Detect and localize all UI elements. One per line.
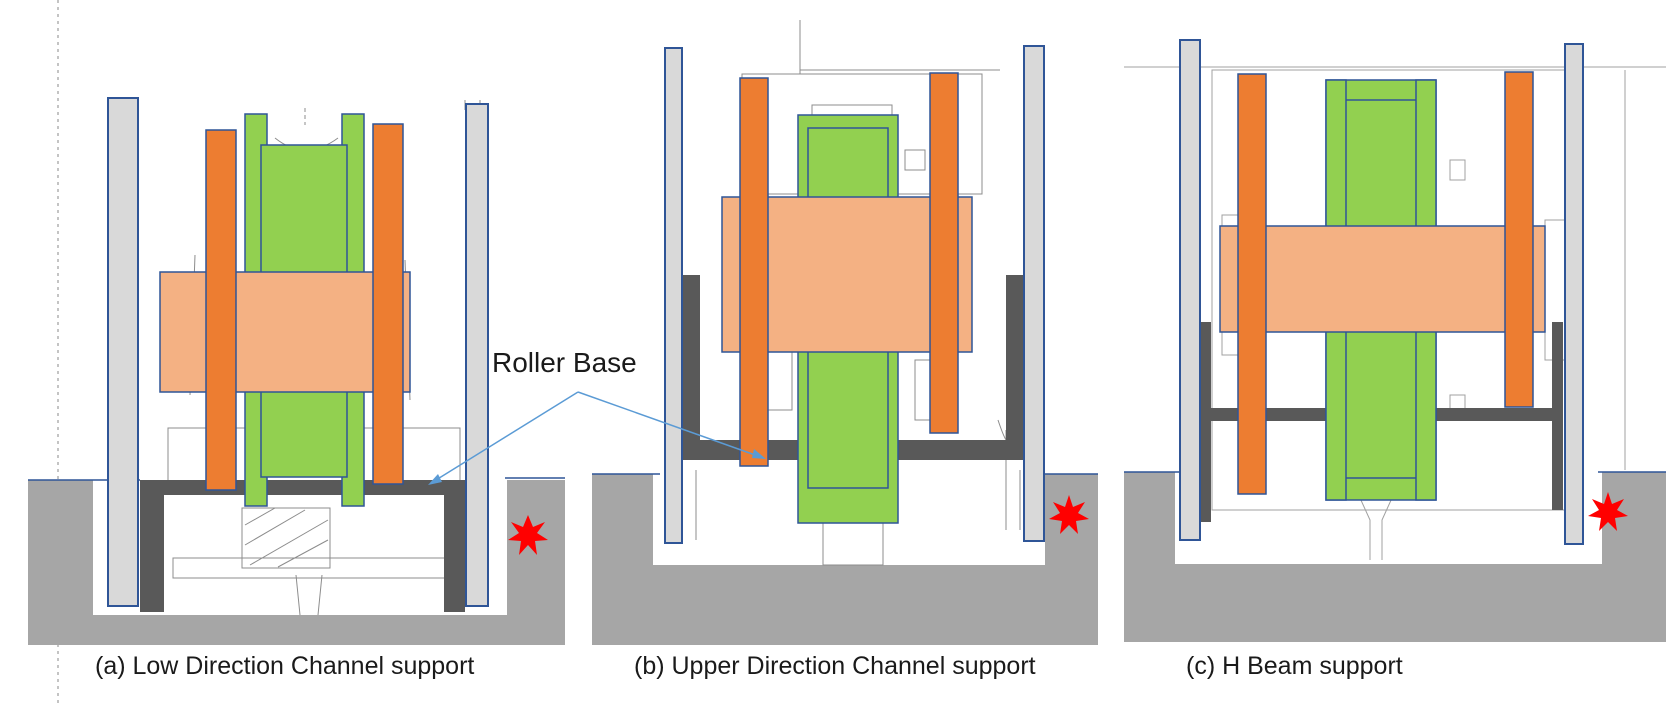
panel-a-ground	[28, 480, 565, 645]
panel-c-h-beam	[1124, 39, 1666, 642]
panel-b-right-rail-plate	[1023, 45, 1045, 542]
caption-panel-b: (b) Upper Direction Channel support	[634, 652, 1036, 680]
roller-base-label: Roller Base	[492, 347, 637, 378]
panel-a-axle-block	[159, 271, 411, 393]
panel-b-left-rail-plate	[664, 47, 683, 544]
panel-a-channel-base	[140, 480, 465, 612]
caption-panel-a: (a) Low Direction Channel support	[95, 652, 475, 680]
panel-a-low-direction-channel	[28, 97, 565, 645]
panel-a-left-orange-plate	[205, 129, 237, 491]
panel-a-right-rail-plate	[465, 103, 489, 607]
panel-c-right-rail-plate	[1564, 43, 1584, 545]
caption-panel-c: (c) H Beam support	[1186, 652, 1403, 680]
panel-a-impact-marker	[508, 515, 548, 555]
panel-c-left-rail-plate	[1179, 39, 1201, 541]
panel-c-left-orange-plate	[1237, 73, 1267, 495]
panel-b-right-orange-plate	[929, 72, 959, 434]
panel-b-ground	[592, 474, 1098, 645]
panel-b-left-orange-plate	[739, 77, 769, 467]
panel-a-right-orange-plate	[372, 123, 404, 485]
panel-c-ground	[1124, 472, 1666, 642]
roller-base-leader-lines	[435, 391, 759, 481]
panel-c-right-orange-plate	[1504, 71, 1534, 408]
panel-c-impact-marker	[1588, 492, 1628, 531]
roller-base-arrowhead-b	[752, 449, 766, 459]
panel-b-upper-direction-channel	[592, 20, 1098, 645]
panel-b-impact-marker	[1049, 495, 1089, 534]
panel-c-h-beam-left-flange	[1200, 322, 1211, 522]
roller-base-arrowhead-a	[428, 474, 442, 485]
panel-c-axle-block	[1219, 225, 1546, 333]
panel-a-left-rail-plate	[107, 97, 139, 607]
